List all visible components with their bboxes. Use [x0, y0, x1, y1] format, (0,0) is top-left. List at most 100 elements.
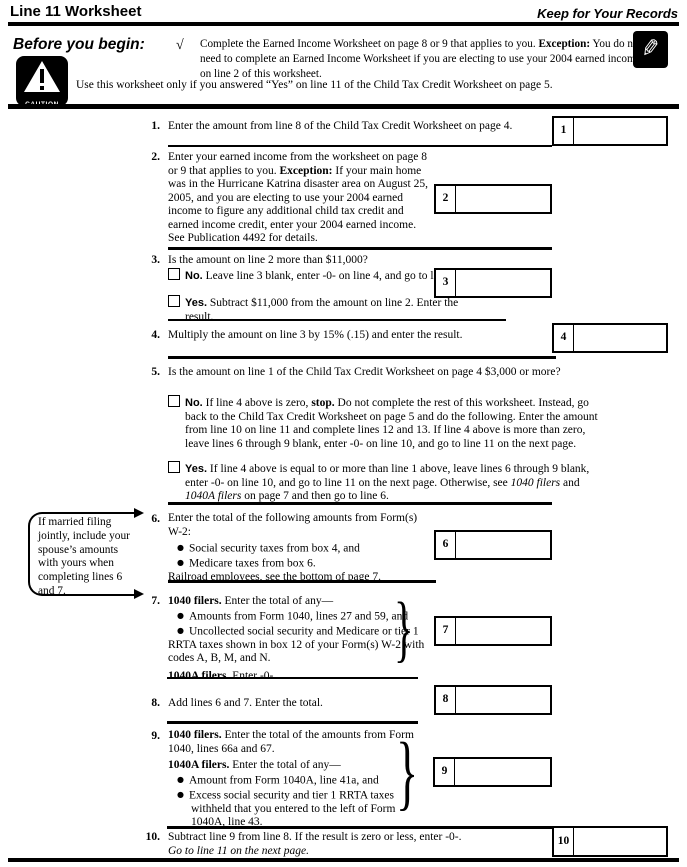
amount-box-2-input[interactable] [456, 186, 550, 212]
divider [8, 22, 679, 26]
item-2-number: 2. [151, 151, 160, 163]
item-1-text: Enter the amount from line 8 of the Chil… [168, 120, 513, 132]
item-10-number: 10. [145, 831, 160, 843]
item-2-text-pre: Enter your earned income from the worksh… [168, 151, 427, 177]
keep-for-records-label: Keep for Your Records [537, 6, 678, 21]
item-5-no-option: No. If line 4 above is zero, stop. Do no… [168, 395, 612, 451]
brace-icon: } [396, 726, 419, 819]
amount-box-7-label: 7 [436, 618, 456, 644]
item-10-goto-text: Go to line 11 on the next page. [168, 845, 309, 857]
item-7-bullet-1-text: Amounts from Form 1040, lines 27 and 59,… [188, 610, 409, 622]
item-9-content: 1040 filers. Enter the total of the amou… [168, 729, 424, 830]
amount-box-6: 6 [434, 530, 552, 560]
amount-box-9-input[interactable] [455, 759, 550, 785]
amount-box-8-input[interactable] [456, 687, 550, 713]
yes-label: Yes. [185, 297, 208, 309]
divider [8, 104, 679, 109]
no-label: No. [185, 270, 203, 282]
no-label: No. [185, 397, 203, 409]
divider [167, 677, 418, 679]
caution-icon: CAUTION [16, 56, 68, 108]
amount-box-1: 1 [552, 116, 668, 146]
caution-triangle-icon [24, 61, 60, 92]
filers-1040-label: 1040 filers. [168, 595, 222, 607]
amount-box-4-input[interactable] [574, 325, 666, 351]
amount-box-6-label: 6 [436, 532, 456, 558]
intro-exception-label: Exception: [538, 38, 591, 50]
amount-box-1-label: 1 [554, 118, 574, 144]
amount-box-6-input[interactable] [456, 532, 550, 558]
item-5-yes-option: Yes. If line 4 above is equal to or more… [168, 461, 612, 504]
pencil-icon: ✎ [639, 34, 662, 63]
filers-1040-label: 1040 filers [510, 476, 561, 489]
before-you-begin-label: Before you begin: [13, 36, 145, 53]
item-8-text: Add lines 6 and 7. Enter the total. [168, 697, 323, 709]
item-6-intro: Enter the total of the following amounts… [168, 512, 418, 538]
item-7-number: 7. [151, 595, 160, 607]
amount-box-7-input[interactable] [456, 618, 550, 644]
filers-1040a-label: 1040A filers. [168, 759, 230, 771]
item-7-bullet-2-text: Uncollected social security and Medicare… [168, 625, 425, 664]
item-9-1040-line: 1040 filers. Enter the total of the amou… [168, 729, 424, 756]
item-9-1040a-line: 1040A filers. Enter the total of any— [168, 759, 424, 773]
item-2-text: Enter your earned income from the worksh… [168, 151, 432, 246]
item-6-bullet-2: ●Medicare taxes from box 6. [168, 556, 432, 571]
intro-text-rest: You do not need to complete an Earned In… [200, 38, 642, 80]
bullet-icon: ● [177, 610, 184, 620]
page-title: Line 11 Worksheet [10, 3, 142, 20]
checkbox-yes[interactable] [168, 295, 180, 307]
item-4-number: 4. [151, 329, 160, 341]
item-2-text-rest: If your main home was in the Hurricane K… [168, 164, 428, 245]
divider [8, 858, 679, 862]
divider [168, 580, 436, 583]
checkbox-no[interactable] [168, 395, 180, 407]
amount-box-9: 9 [433, 757, 552, 787]
item-8-number: 8. [151, 697, 160, 709]
item-6-bullet-1-text: Social security taxes from box 4, and [188, 542, 360, 555]
checkbox-yes[interactable] [168, 461, 180, 473]
amount-box-3-input[interactable] [456, 270, 550, 296]
amount-box-7: 7 [434, 616, 552, 646]
item-7-intro: 1040 filers. Enter the total of any— [168, 595, 432, 609]
item-9-bullet-2: ●Excess social security and tier 1 RRTA … [168, 788, 424, 830]
item-4-text: Multiply the amount on line 3 by 15% (.1… [168, 329, 463, 341]
amount-box-2-label: 2 [436, 186, 456, 212]
amount-box-8-label: 8 [436, 687, 456, 713]
item-3-question: Is the amount on line 2 more than $11,00… [168, 254, 368, 266]
amount-box-1-input[interactable] [574, 118, 666, 144]
item-10-text: Subtract line 9 from line 8. If the resu… [168, 831, 462, 843]
item-9-bullet-1-text: Amount from Form 1040A, line 41a, and [188, 774, 379, 786]
item-6-bullet-2-text: Medicare taxes from box 6. [188, 557, 316, 570]
amount-box-8: 8 [434, 685, 552, 715]
item-9-1040-text: Enter the total of the amounts from Form… [168, 729, 414, 755]
yes-text-2: and [560, 476, 580, 489]
arrow-right-icon [134, 589, 144, 599]
amount-box-3-label: 3 [436, 270, 456, 296]
divider [167, 721, 418, 724]
item-9-1040a-text: Enter the total of any— [229, 759, 341, 771]
amount-box-2: 2 [434, 184, 552, 214]
bullet-icon: ● [177, 625, 184, 635]
checkbox-no[interactable] [168, 268, 180, 280]
amount-box-10-input[interactable] [574, 828, 666, 855]
amount-box-10: 10 [552, 826, 668, 857]
item-7-bullet-2: ●Uncollected social security and Medicar… [168, 624, 432, 666]
caution-text: Use this worksheet only if you answered … [76, 79, 553, 91]
item-7-intro-text: Enter the total of any— [221, 595, 334, 607]
amount-box-4-label: 4 [554, 325, 574, 351]
amount-box-10-label: 10 [554, 828, 574, 855]
divider [167, 826, 553, 829]
item-6-bullet-1: ● Social security taxes from box 4, and [168, 541, 432, 556]
filers-1040a-label: 1040A filers. [168, 669, 230, 682]
amount-box-9-label: 9 [435, 759, 455, 785]
item-9-number: 9. [151, 730, 160, 742]
item-2-exception-label: Exception: [279, 164, 333, 177]
no-text-1: If line 4 above is zero, [202, 397, 312, 409]
filers-1040-label: 1040 filers. [168, 729, 222, 741]
filers-1040a-label: 1040A filers [185, 490, 242, 502]
item-3-no-option: No. Leave line 3 blank, enter -0- on lin… [168, 268, 473, 284]
divider [168, 145, 552, 147]
item-3-number: 3. [151, 254, 160, 266]
bullet-icon: ● [177, 543, 184, 552]
